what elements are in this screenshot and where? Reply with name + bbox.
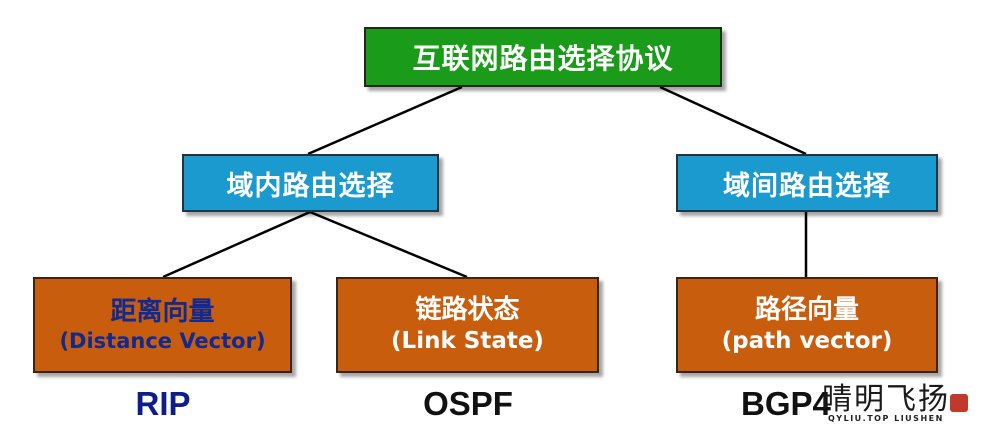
protocol-ospf: OSPF	[423, 385, 513, 422]
link-state-subtitle: (Link State)	[391, 327, 544, 354]
path-vector-title: 路径向量	[754, 295, 859, 326]
connector-root-inter	[659, 85, 807, 156]
watermark-text: 晴明飞扬	[822, 382, 950, 417]
distance-vector-title: 距离向量	[110, 296, 215, 327]
inter-domain-label: 域间路由选择	[723, 170, 891, 202]
connector-intra-dv	[162, 210, 311, 279]
protocol-rip: RIP	[135, 385, 191, 422]
inter-domain-node: 域间路由选择	[676, 154, 938, 212]
protocol-bgp: BGP4	[741, 385, 831, 422]
root-node: 互联网路由选择协议	[364, 27, 722, 87]
distance-vector-node: 距离向量 (Distance Vector)	[33, 277, 292, 373]
intra-domain-node: 域内路由选择	[182, 154, 439, 212]
watermark-seal-icon	[950, 394, 968, 412]
intra-domain-label: 域内路由选择	[226, 170, 395, 202]
root-label: 互联网路由选择协议	[412, 42, 674, 75]
link-state-node: 链路状态 (Link State)	[336, 277, 599, 373]
link-state-title: 链路状态	[415, 295, 520, 326]
path-vector-node: 路径向量 (path vector)	[676, 277, 938, 373]
distance-vector-subtitle: (Distance Vector)	[59, 329, 266, 354]
watermark-logo: 晴明飞扬 QYLIU.TOP LIUSHEN	[818, 374, 978, 428]
connector-root-intra	[307, 85, 463, 156]
connector-intra-ls	[309, 210, 468, 279]
path-vector-subtitle: (path vector)	[721, 327, 893, 354]
watermark-subtext: QYLIU.TOP LIUSHEN	[828, 414, 944, 423]
